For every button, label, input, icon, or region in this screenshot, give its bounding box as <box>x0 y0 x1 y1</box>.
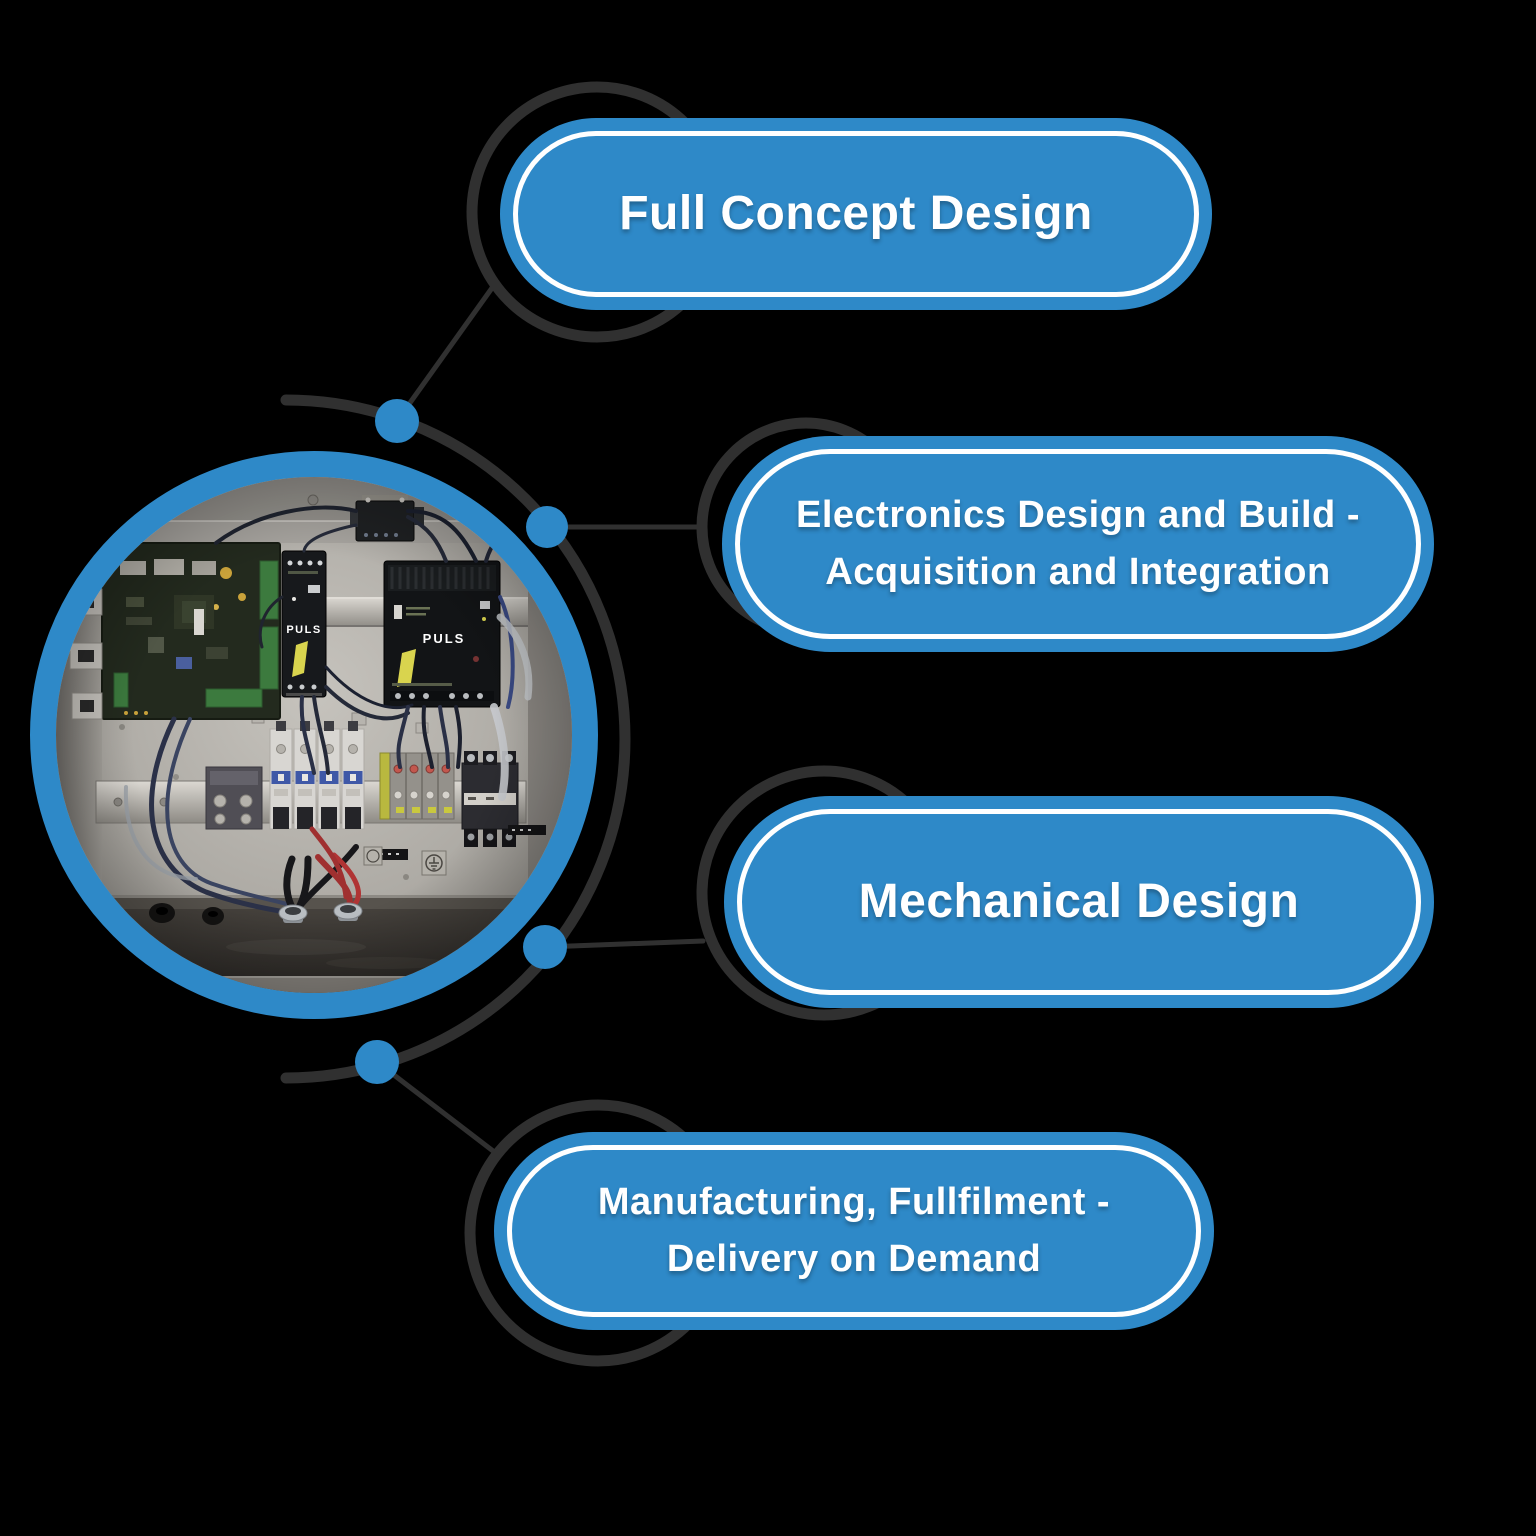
connector-line-1 <box>394 285 495 424</box>
node-label-line: Electronics Design and Build - <box>796 494 1360 536</box>
node-manufacturing-fulfilment: Manufacturing, Fullfilment - Delivery on… <box>494 1132 1214 1330</box>
node-full-concept-design: Full Concept Design <box>500 118 1212 310</box>
photo-vignette <box>56 477 572 993</box>
control-panel-photo: PULS PULS <box>30 451 598 1019</box>
node-electronics-design-and-build: Electronics Design and Build - Acquisiti… <box>722 436 1434 652</box>
connector-dot-2 <box>526 506 568 548</box>
node-label-line: Delivery on Demand <box>666 1238 1042 1280</box>
connector-line-3 <box>542 938 706 950</box>
node-label-line: Mechanical Design <box>858 875 1300 928</box>
node-label-line: Manufacturing, Fullfilment - <box>597 1181 1111 1223</box>
control-panel-illustration: PULS PULS <box>56 477 572 993</box>
node-label-line: Acquisition and Integration <box>825 551 1331 593</box>
connector-dot-4 <box>355 1040 399 1084</box>
node-mechanical-design: Mechanical Design <box>724 796 1434 1008</box>
node-label-line: Full Concept Design <box>619 187 1093 240</box>
connector-dot-1 <box>375 399 419 443</box>
orbit-arc <box>280 394 631 1084</box>
connector-line-4 <box>374 1059 500 1157</box>
connector-dot-3 <box>523 925 567 969</box>
